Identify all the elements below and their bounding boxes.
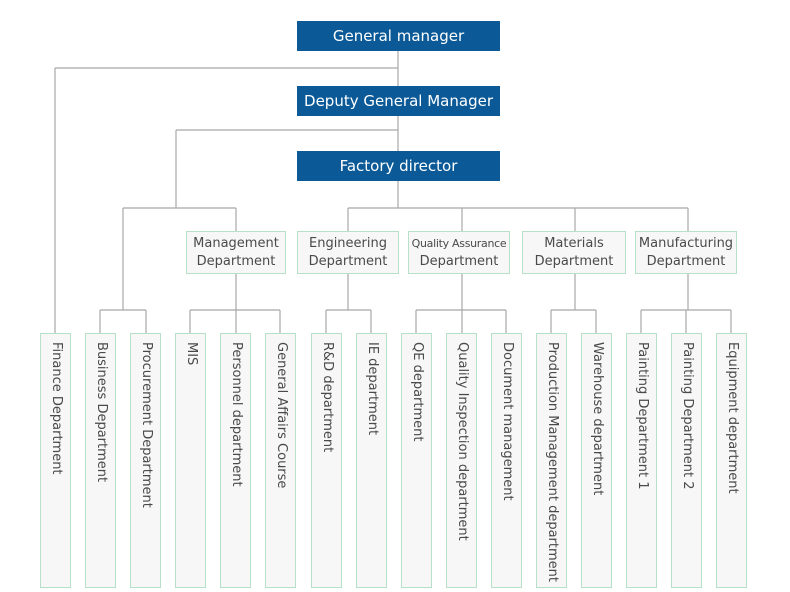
general-manager-label: General manager — [332, 27, 465, 45]
warehouse-department-box: Warehouse department — [581, 333, 612, 588]
unit-label: QE department — [410, 342, 425, 442]
production-management-department-box: Production Management department — [536, 333, 567, 588]
unit-label: Finance Department — [49, 342, 64, 475]
unit-label: MIS — [184, 342, 199, 366]
quality-assurance-department-box: Quality Assurance Department — [408, 231, 510, 274]
quality-inspection-department-box: Quality Inspection department — [446, 333, 477, 588]
unit-label: Equipment department — [725, 342, 740, 494]
personnel-department-box: Personnel department — [220, 333, 251, 588]
management-department-line1: Management — [193, 235, 279, 251]
unit-label: Document management — [500, 342, 515, 501]
materials-department-line2: Department — [534, 253, 614, 269]
management-department-line2: Department — [196, 253, 276, 269]
factory-director-box: Factory director — [297, 151, 500, 181]
quality-assurance-department-line1: Quality Assurance — [411, 236, 507, 250]
manufacturing-department-box: Manufacturing Department — [635, 231, 737, 274]
unit-label: Warehouse department — [590, 342, 605, 496]
general-affairs-course-box: General Affairs Course — [265, 333, 296, 588]
management-department-box: Management Department — [186, 231, 286, 274]
manufacturing-department-line1: Manufacturing — [638, 235, 734, 251]
unit-label: Production Management department — [545, 342, 560, 582]
unit-label: Procurement Department — [139, 342, 154, 508]
ie-department-box: IE department — [356, 333, 387, 588]
painting-department-2-box: Painting Department 2 — [671, 333, 702, 588]
materials-department-box: Materials Department — [522, 231, 626, 274]
painting-department-1-box: Painting Department 1 — [626, 333, 657, 588]
deputy-general-manager-label: Deputy General Manager — [304, 92, 493, 110]
general-manager-box: General manager — [297, 21, 500, 51]
equipment-department-box: Equipment department — [716, 333, 747, 588]
quality-assurance-department-line2: Department — [419, 253, 499, 269]
manufacturing-department-line2: Department — [646, 253, 726, 269]
unit-label: R&D department — [320, 342, 335, 453]
qe-department-box: QE department — [401, 333, 432, 588]
engineering-department-line1: Engineering — [308, 235, 387, 251]
unit-label: Painting Department 1 — [635, 342, 650, 490]
unit-label: General Affairs Course — [274, 342, 289, 489]
finance-department-box: Finance Department — [40, 333, 71, 588]
document-management-box: Document management — [491, 333, 522, 588]
unit-label: Business Department — [94, 342, 109, 483]
deputy-general-manager-box: Deputy General Manager — [297, 86, 500, 116]
unit-label: Personnel department — [229, 342, 244, 487]
business-department-box: Business Department — [85, 333, 116, 588]
unit-label: IE department — [365, 342, 380, 436]
mis-box: MIS — [175, 333, 206, 588]
procurement-department-box: Procurement Department — [130, 333, 161, 588]
rd-department-box: R&D department — [311, 333, 342, 588]
unit-label: Quality Inspection department — [455, 342, 470, 541]
materials-department-line1: Materials — [544, 235, 604, 251]
unit-label: Painting Department 2 — [680, 342, 695, 490]
engineering-department-box: Engineering Department — [297, 231, 399, 274]
factory-director-label: Factory director — [339, 157, 458, 175]
engineering-department-line2: Department — [308, 253, 388, 269]
